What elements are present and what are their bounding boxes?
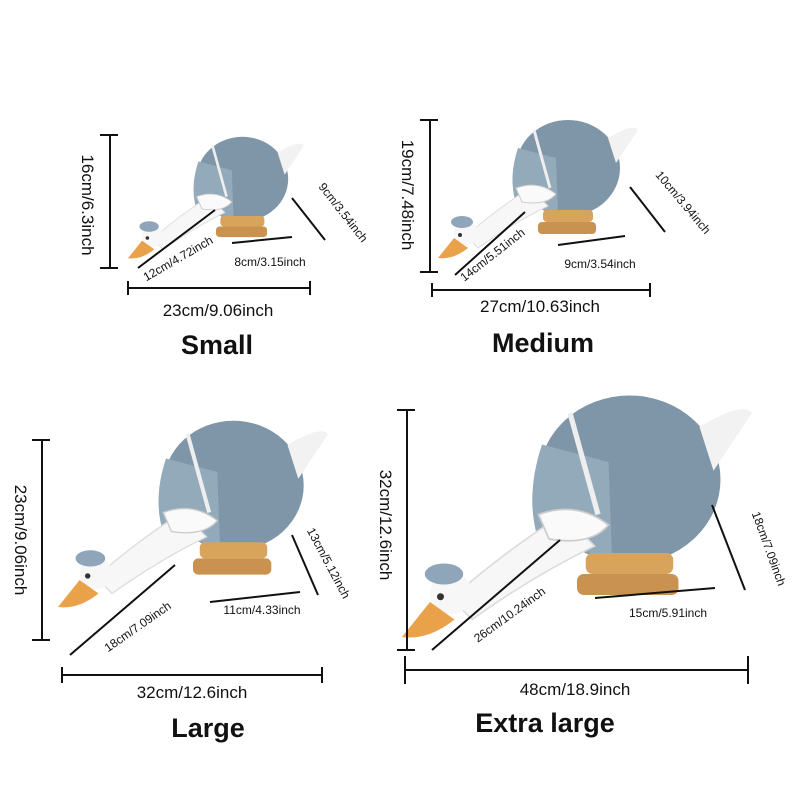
neck-line-medium	[454, 211, 526, 276]
height-label-extra-large: 32cm/12.6inch	[376, 470, 395, 581]
side-label-large: 13cm/5.12inch	[304, 525, 353, 600]
height-label-large: 23cm/9.06inch	[11, 485, 30, 596]
size-panel-medium: 19cm/7.48inch 27cm/10.63inch Medium 14cm…	[398, 118, 714, 358]
base-line-large	[209, 591, 301, 603]
size-name-extra-large: Extra large	[475, 708, 615, 738]
neck-line-extra-large	[431, 539, 561, 651]
side-label-extra-large: 18cm/7.09inch	[749, 510, 789, 588]
width-line-small	[127, 281, 311, 295]
duck-figure-small	[126, 135, 306, 260]
side-line-large	[291, 534, 319, 596]
neck-label-large: 18cm/7.09inch	[102, 599, 174, 655]
side-line-medium	[629, 186, 666, 233]
base-line-extra-large	[594, 587, 716, 599]
base-label-medium: 9cm/3.54inch	[564, 257, 635, 271]
height-line-large	[32, 439, 50, 641]
side-label-small: 9cm/3.54inch	[316, 180, 371, 245]
size-panel-extra-large: 32cm/12.6inch 48cm/18.9inch Extra large …	[376, 396, 789, 738]
base-label-large: 11cm/4.33inch	[223, 603, 300, 617]
width-label-large: 32cm/12.6inch	[137, 683, 248, 702]
width-label-extra-large: 48cm/18.9inch	[520, 680, 631, 699]
base-line-medium	[557, 235, 626, 246]
size-name-large: Large	[171, 713, 245, 743]
neck-line-large	[69, 564, 176, 656]
base-label-extra-large: 15cm/5.91inch	[629, 606, 707, 620]
width-line-large	[61, 667, 323, 683]
neck-line-small	[137, 209, 216, 269]
height-label-medium: 19cm/7.48inch	[398, 140, 417, 251]
duck-figure-extra-large	[402, 396, 752, 638]
height-line-small	[100, 134, 118, 269]
width-line-medium	[431, 283, 651, 297]
side-line-small	[291, 197, 326, 241]
height-label-small: 16cm/6.3inch	[78, 154, 97, 255]
size-panel-small: 16cm/6.3inch 23cm/9.06inch Small 12cm/4.…	[78, 134, 371, 360]
size-panel-large: 23cm/9.06inch 32cm/12.6inch Large 18cm/7…	[11, 421, 353, 743]
width-label-small: 23cm/9.06inch	[163, 301, 274, 320]
base-line-small	[231, 236, 293, 244]
height-line-medium	[420, 119, 438, 273]
height-line-extra-large	[397, 409, 415, 651]
side-line-extra-large	[711, 504, 746, 591]
width-line-extra-large	[404, 656, 749, 684]
size-name-small: Small	[181, 330, 253, 360]
width-label-medium: 27cm/10.63inch	[480, 297, 600, 316]
size-name-medium: Medium	[492, 328, 594, 358]
base-label-small: 8cm/3.15inch	[234, 255, 305, 269]
duck-figure-large	[58, 421, 328, 608]
